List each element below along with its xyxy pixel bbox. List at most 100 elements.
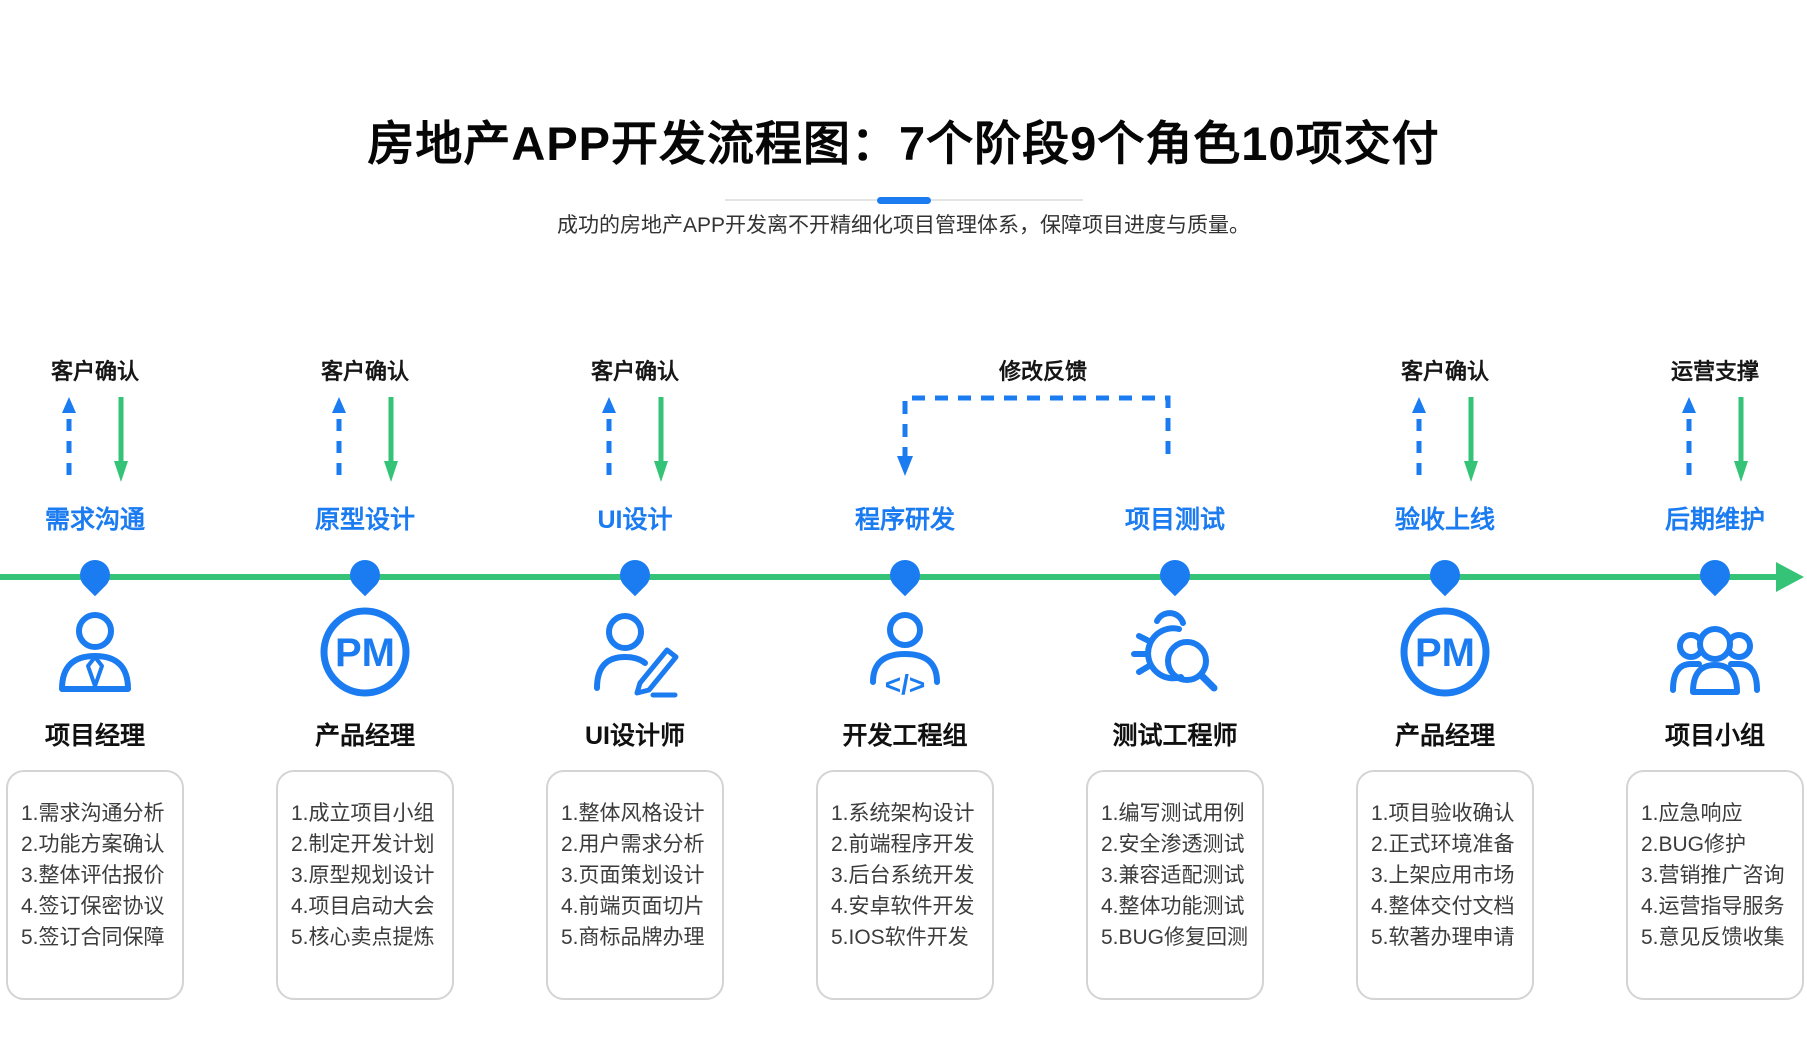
task-item: 1.成立项目小组 — [291, 802, 435, 825]
client-confirm-label: 客户确认 — [590, 359, 679, 384]
stage-name: 程序研发 — [854, 506, 955, 534]
task-item: 3.后台系统开发 — [831, 864, 975, 887]
timeline-pin-icon — [613, 553, 657, 597]
divider-accent — [876, 196, 931, 204]
role-name: 产品经理 — [314, 722, 415, 750]
role-name: UI设计师 — [584, 722, 685, 750]
task-item: 1.需求沟通分析 — [21, 802, 165, 825]
stage-column-ui-design: 客户确认 UI设计 UI设计师 1.整体风格设计 2.用户需求分析 — [500, 340, 770, 1030]
solid-down-arrow-icon — [114, 397, 128, 482]
divider-line-right — [930, 199, 1083, 201]
deliverables-card: 1.系统架构设计 2.前端程序开发 3.后台系统开发 4.安卓软件开发 5.IO… — [816, 770, 994, 1000]
task-item: 3.页面策划设计 — [561, 864, 705, 887]
stage-column-prototype: 客户确认 原型设计 PM 产品经理 1.成立项目小组 2.制定开发计划 3.原型… — [230, 340, 500, 1030]
svg-text:</>: </> — [885, 669, 925, 700]
solid-down-arrow-icon — [384, 397, 398, 482]
task-item: 5.意见反馈收集 — [1641, 926, 1785, 949]
timeline-pin-icon — [1153, 553, 1197, 597]
client-confirm-label: 客户确认 — [1400, 359, 1489, 384]
deliverables-card: 1.项目验收确认 2.正式环境准备 3.上架应用市场 4.整体交付文档 5.软著… — [1356, 770, 1534, 1000]
page-subtitle: 成功的房地产APP开发离不开精细化项目管理体系，保障项目进度与质量。 — [556, 214, 1251, 237]
task-item: 5.软著办理申请 — [1371, 926, 1515, 949]
task-item: 1.整体风格设计 — [561, 802, 705, 825]
timeline-pin-icon — [73, 553, 117, 597]
stage-name: UI设计 — [597, 506, 673, 534]
task-item: 2.BUG修护 — [1641, 833, 1747, 856]
stage-column-maintenance: 运营支撑 后期维护 项目小组 1.应急响应 — [1580, 340, 1807, 1030]
task-item: 4.安卓软件开发 — [831, 895, 975, 918]
task-item: 3.兼容适配测试 — [1101, 864, 1245, 887]
task-item: 1.项目验收确认 — [1371, 802, 1515, 825]
pm-circle-icon: PM — [230, 604, 500, 700]
role-name: 项目经理 — [44, 722, 145, 750]
stage-column-development: 程序研发 </> 开发工程组 1.系统架构设计 2.前端程序开发 3.后台系统开… — [770, 340, 1040, 1030]
updown-arrows — [1580, 396, 1807, 484]
solid-down-arrow-icon — [1464, 397, 1478, 482]
task-item: 4.项目启动大会 — [291, 895, 435, 918]
task-item: 5.签订合同保障 — [21, 926, 165, 949]
task-item: 5.核心卖点提炼 — [291, 926, 435, 949]
task-item: 3.原型规划设计 — [291, 864, 435, 887]
task-item: 2.用户需求分析 — [561, 833, 705, 856]
updown-arrows — [500, 396, 770, 484]
stage-name: 后期维护 — [1664, 506, 1765, 534]
project-manager-tie-icon — [0, 604, 230, 700]
page-title: 房地产APP开发流程图：7个阶段9个角色10项交付 — [367, 117, 1440, 170]
task-item: 2.正式环境准备 — [1371, 833, 1515, 856]
timeline-pin-icon — [1423, 553, 1467, 597]
stage-name: 需求沟通 — [44, 506, 145, 534]
task-item: 1.编写测试用例 — [1101, 802, 1245, 825]
feedback-dashed-path-icon — [897, 395, 1171, 476]
client-confirm-label: 客户确认 — [320, 359, 409, 384]
task-item: 5.BUG修复回测 — [1101, 926, 1249, 949]
svg-text:PM: PM — [1415, 631, 1475, 675]
operations-support-label: 运营支撑 — [1670, 359, 1759, 384]
deliverables-card: 1.应急响应 2.BUG修护 3.营销推广咨询 4.运营指导服务 5.意见反馈收… — [1626, 770, 1804, 1000]
task-item: 3.上架应用市场 — [1371, 864, 1515, 887]
task-item: 5.商标品牌办理 — [561, 926, 705, 949]
dashed-up-arrow-icon — [1682, 397, 1696, 483]
feedback-label: 修改反馈 — [998, 359, 1087, 384]
updown-arrows — [230, 396, 500, 484]
timeline-pin-icon — [883, 553, 927, 597]
role-name: 产品经理 — [1394, 722, 1495, 750]
task-item: 4.整体功能测试 — [1101, 895, 1245, 918]
role-name: 测试工程师 — [1112, 722, 1238, 750]
stage-column-requirements: 客户确认 需求沟通 项目经理 1.需求沟通分析 2.功能方案确认 3.整体评估 — [0, 340, 230, 1030]
task-item: 2.前端程序开发 — [831, 833, 975, 856]
task-item: 1.系统架构设计 — [831, 802, 975, 825]
task-item: 1.应急响应 — [1641, 802, 1743, 825]
team-group-icon — [1580, 604, 1807, 700]
deliverables-card: 1.整体风格设计 2.用户需求分析 3.页面策划设计 4.前端页面切片 5.商标… — [546, 770, 724, 1000]
role-name: 开发工程组 — [842, 722, 968, 750]
dashed-up-arrow-icon — [332, 397, 346, 483]
stage-column-acceptance: 客户确认 验收上线 PM 产品经理 1.项目验收确认 2.正式环境准备 3.上架… — [1310, 340, 1580, 1030]
task-item: 4.前端页面切片 — [561, 895, 705, 918]
timeline-arrowhead-icon — [1776, 562, 1804, 592]
task-item: 4.整体交付文档 — [1371, 895, 1515, 918]
solid-down-arrow-icon — [654, 397, 668, 482]
task-item: 2.功能方案确认 — [21, 833, 165, 856]
task-item: 4.签订保密协议 — [21, 895, 165, 918]
task-item: 2.安全渗透测试 — [1101, 833, 1245, 856]
svg-text:PM: PM — [335, 631, 395, 675]
role-name: 项目小组 — [1664, 722, 1765, 750]
task-item: 2.制定开发计划 — [291, 833, 435, 856]
title-divider — [0, 193, 1807, 207]
dashed-up-arrow-icon — [602, 397, 616, 483]
task-item: 3.营销推广咨询 — [1641, 864, 1785, 887]
developer-code-icon: </> — [770, 604, 1040, 700]
task-item: 5.IOS软件开发 — [831, 926, 969, 949]
deliverables-card: 1.编写测试用例 2.安全渗透测试 3.兼容适配测试 4.整体功能测试 5.BU… — [1086, 770, 1264, 1000]
deliverables-card: 1.成立项目小组 2.制定开发计划 3.原型规划设计 4.项目启动大会 5.核心… — [276, 770, 454, 1000]
stage-column-testing: 项目测试 测试工程师 1.编写测试用例 2.安全渗透测试 3.兼容适配测试 4.… — [1040, 340, 1310, 1030]
stage-name: 原型设计 — [314, 506, 415, 534]
bug-magnifier-icon — [1040, 604, 1310, 700]
stage-name: 验收上线 — [1394, 506, 1495, 534]
task-item: 4.运营指导服务 — [1641, 895, 1785, 918]
stage-name: 项目测试 — [1124, 506, 1225, 534]
updown-arrows — [0, 396, 230, 484]
divider-line-left — [724, 199, 877, 201]
timeline-pin-icon — [1693, 553, 1737, 597]
